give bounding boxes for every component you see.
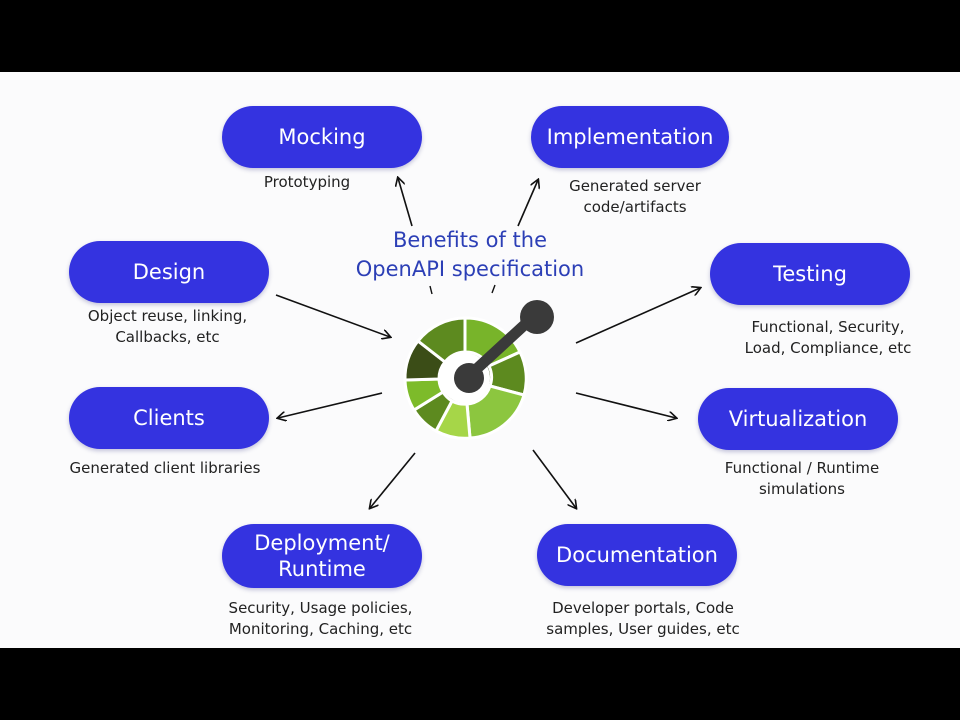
implementation-pill: Implementation	[531, 106, 729, 168]
arrow-to-testing	[575, 288, 700, 344]
documentation-pill: Documentation	[537, 524, 737, 586]
design-pill: Design	[69, 241, 269, 303]
deployment-pill: Deployment/ Runtime	[222, 524, 422, 588]
arrow-to-deployment	[370, 452, 416, 508]
virtualization-desc: Functional / Runtime simulations	[724, 459, 880, 498]
diagram-title: Benefits of the OpenAPI specification	[355, 228, 585, 281]
mocking-desc: Prototyping	[263, 173, 351, 191]
arrow-to-virtualization	[575, 392, 676, 418]
testing-pill: Testing	[710, 243, 910, 305]
tick-mark-left	[429, 285, 433, 295]
documentation-desc: Developer portals, Code samples, User gu…	[546, 599, 740, 638]
design-desc: Object reuse, linking, Callbacks, etc	[87, 307, 248, 346]
mocking-pill: Mocking	[222, 106, 422, 168]
implementation-desc: Generated server code/artifacts	[569, 177, 701, 216]
arrow-from-design	[275, 294, 390, 337]
deployment-desc: Security, Usage policies, Monitoring, Ca…	[228, 599, 413, 638]
clients-pill: Clients	[69, 387, 269, 449]
openapi-logo-icon	[403, 300, 554, 440]
clients-desc: Generated client libraries	[69, 459, 261, 477]
virtualization-pill: Virtualization	[698, 388, 898, 450]
arrow-to-mocking	[398, 178, 413, 227]
arrow-to-clients	[278, 392, 383, 418]
tick-mark-right	[491, 284, 496, 294]
arrow-to-implementation	[517, 180, 538, 227]
testing-desc: Functional, Security, Load, Compliance, …	[744, 318, 912, 357]
arrow-to-documentation	[532, 449, 576, 508]
